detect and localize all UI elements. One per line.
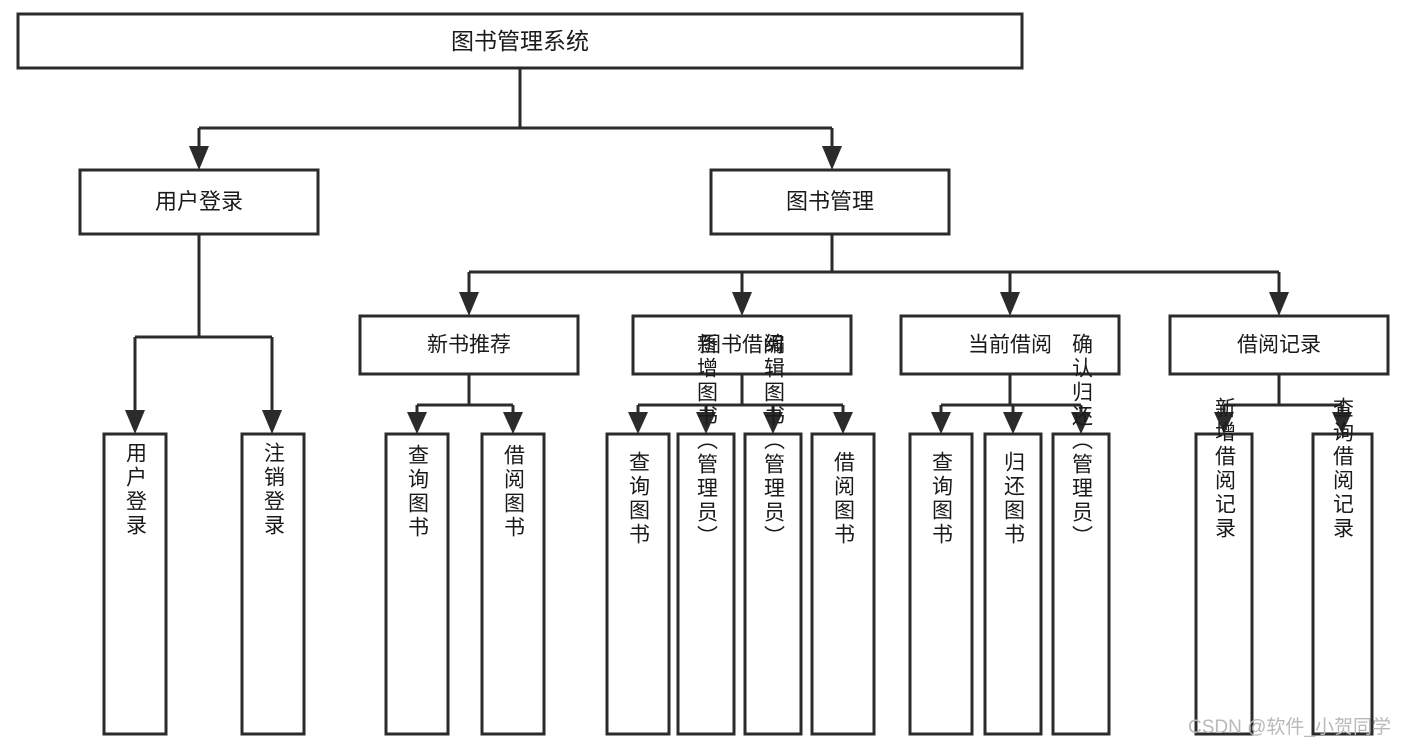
current-borrow-box[interactable] xyxy=(899,314,1121,376)
connector-book-borrow-bus xyxy=(636,374,845,414)
node-leaf-query-book-3[interactable]: 查询图书 xyxy=(908,432,974,736)
leaf-confirm-return-box[interactable] xyxy=(1051,432,1111,736)
node-root[interactable]: 图书管理系统 xyxy=(16,12,1024,70)
leaf-user-login-label: 用户登录 xyxy=(124,442,148,538)
root-box[interactable] xyxy=(16,12,1024,70)
connector-new-book-recommend-bus xyxy=(415,374,515,414)
leaf-logout-login-label: 注销登录 xyxy=(262,442,286,538)
book-management-box[interactable] xyxy=(709,168,951,236)
node-leaf-confirm-return[interactable]: 确认归还（管理员） xyxy=(1051,333,1111,736)
node-new-book-recommend[interactable]: 新书推荐 xyxy=(358,314,580,376)
node-leaf-add-book[interactable]: 新增图书（管理员） xyxy=(676,333,736,736)
node-leaf-borrow-book-2[interactable]: 借阅图书 xyxy=(810,432,876,736)
leaf-borrow-book-1-label: 借阅图书 xyxy=(502,444,526,540)
arrowhead-leaf-query-book-3 xyxy=(931,412,951,434)
leaf-nodes-layer: 用户登录 注销登录 查询图书 借阅图书 查询图书 新增图书（管理员） 编辑图书（… xyxy=(102,333,1374,736)
arrowhead-book-borrow xyxy=(732,292,752,316)
node-leaf-borrow-book-1[interactable]: 借阅图书 xyxy=(480,432,546,736)
node-leaf-add-borrow-record[interactable]: 新增借阅记录 xyxy=(1194,397,1254,736)
leaf-confirm-return-label: 确认归还（管理员） xyxy=(1070,333,1094,549)
arrowhead-leaf-add-borrow-record xyxy=(1214,412,1234,434)
arrowhead-leaf-query-book-2 xyxy=(628,412,648,434)
leaf-query-book-3-box[interactable] xyxy=(908,432,974,736)
book-borrow-label: 图书借阅 xyxy=(700,334,784,357)
node-leaf-query-borrow-record[interactable]: 查询借阅记录 xyxy=(1311,397,1374,736)
leaf-query-borrow-record-box[interactable] xyxy=(1311,432,1374,736)
arrowhead-leaf-return-book xyxy=(1003,412,1023,434)
arrowhead-leaf-query-book-1 xyxy=(407,412,427,434)
leaf-query-book-3-label: 查询图书 xyxy=(930,451,954,547)
leaf-return-book-label: 归还图书 xyxy=(1002,451,1026,547)
borrow-record-label: 借阅记录 xyxy=(1237,334,1321,357)
leaf-add-borrow-record-label: 新增借阅记录 xyxy=(1213,397,1237,541)
root-label: 图书管理系统 xyxy=(451,28,589,54)
arrowhead-leaf-confirm-return xyxy=(1071,412,1091,434)
node-leaf-logout-login[interactable]: 注销登录 xyxy=(240,432,306,736)
leaf-edit-book-box[interactable] xyxy=(743,432,803,736)
connector-book-management-bus xyxy=(467,234,1281,294)
leaf-return-book-box[interactable] xyxy=(983,432,1043,736)
arrowhead-leaf-borrow-book-1 xyxy=(503,412,523,434)
connector-root-bus xyxy=(197,68,834,148)
leaf-query-borrow-record-label: 查询借阅记录 xyxy=(1331,397,1355,541)
new-book-recommend-box[interactable] xyxy=(358,314,580,376)
connector-user-login-bus xyxy=(133,234,274,412)
node-leaf-user-login[interactable]: 用户登录 xyxy=(102,432,168,736)
arrowhead-leaf-borrow-book-2 xyxy=(833,412,853,434)
leaf-add-borrow-record-box[interactable] xyxy=(1194,432,1254,736)
node-book-management[interactable]: 图书管理 xyxy=(709,168,951,236)
user-login-label: 用户登录 xyxy=(155,189,243,214)
node-leaf-query-book-1[interactable]: 查询图书 xyxy=(384,432,450,736)
book-management-label: 图书管理 xyxy=(786,189,874,214)
node-user-login[interactable]: 用户登录 xyxy=(78,168,320,236)
node-current-borrow[interactable]: 当前借阅 xyxy=(899,314,1121,376)
leaf-query-book-2-box[interactable] xyxy=(605,432,671,736)
leaf-query-book-1-label: 查询图书 xyxy=(406,444,430,540)
arrowhead-leaf-edit-book xyxy=(763,412,783,434)
arrowhead-borrow-record xyxy=(1269,292,1289,316)
arrowhead-leaf-logout-login xyxy=(262,410,282,434)
connector-borrow-record-bus xyxy=(1222,374,1344,414)
arrowhead-user-login xyxy=(189,146,209,170)
borrow-record-box[interactable] xyxy=(1168,314,1390,376)
arrowhead-leaf-add-book xyxy=(696,412,716,434)
node-book-borrow[interactable]: 图书借阅 xyxy=(631,314,853,376)
arrowhead-leaf-user-login xyxy=(125,410,145,434)
leaf-borrow-book-2-label: 借阅图书 xyxy=(832,451,856,547)
node-borrow-record[interactable]: 借阅记录 xyxy=(1168,314,1390,376)
leaf-add-book-label: 新增图书（管理员） xyxy=(695,333,719,549)
leaf-query-book-1-box[interactable] xyxy=(384,432,450,736)
user-login-box[interactable] xyxy=(78,168,320,236)
arrowhead-new-book-recommend xyxy=(459,292,479,316)
leaf-query-book-2-label: 查询图书 xyxy=(627,451,651,547)
connector-layer xyxy=(125,68,1352,434)
arrowhead-current-borrow xyxy=(1000,292,1020,316)
leaf-borrow-book-2-box[interactable] xyxy=(810,432,876,736)
arrowhead-leaf-query-borrow-record xyxy=(1332,412,1352,434)
current-borrow-label: 当前借阅 xyxy=(968,334,1052,357)
connector-current-borrow-bus xyxy=(939,374,1083,414)
arrowhead-book-management xyxy=(822,146,842,170)
node-leaf-edit-book[interactable]: 编辑图书（管理员） xyxy=(743,333,803,736)
new-book-recommend-label: 新书推荐 xyxy=(427,334,511,357)
leaf-user-login-box[interactable] xyxy=(102,432,168,736)
leaf-logout-login-box[interactable] xyxy=(240,432,306,736)
leaf-edit-book-label: 编辑图书（管理员） xyxy=(762,333,786,549)
leaf-add-book-box[interactable] xyxy=(676,432,736,736)
node-leaf-query-book-2[interactable]: 查询图书 xyxy=(605,432,671,736)
node-leaf-return-book[interactable]: 归还图书 xyxy=(983,432,1043,736)
book-borrow-box[interactable] xyxy=(631,314,853,376)
leaf-borrow-book-1-box[interactable] xyxy=(480,432,546,736)
